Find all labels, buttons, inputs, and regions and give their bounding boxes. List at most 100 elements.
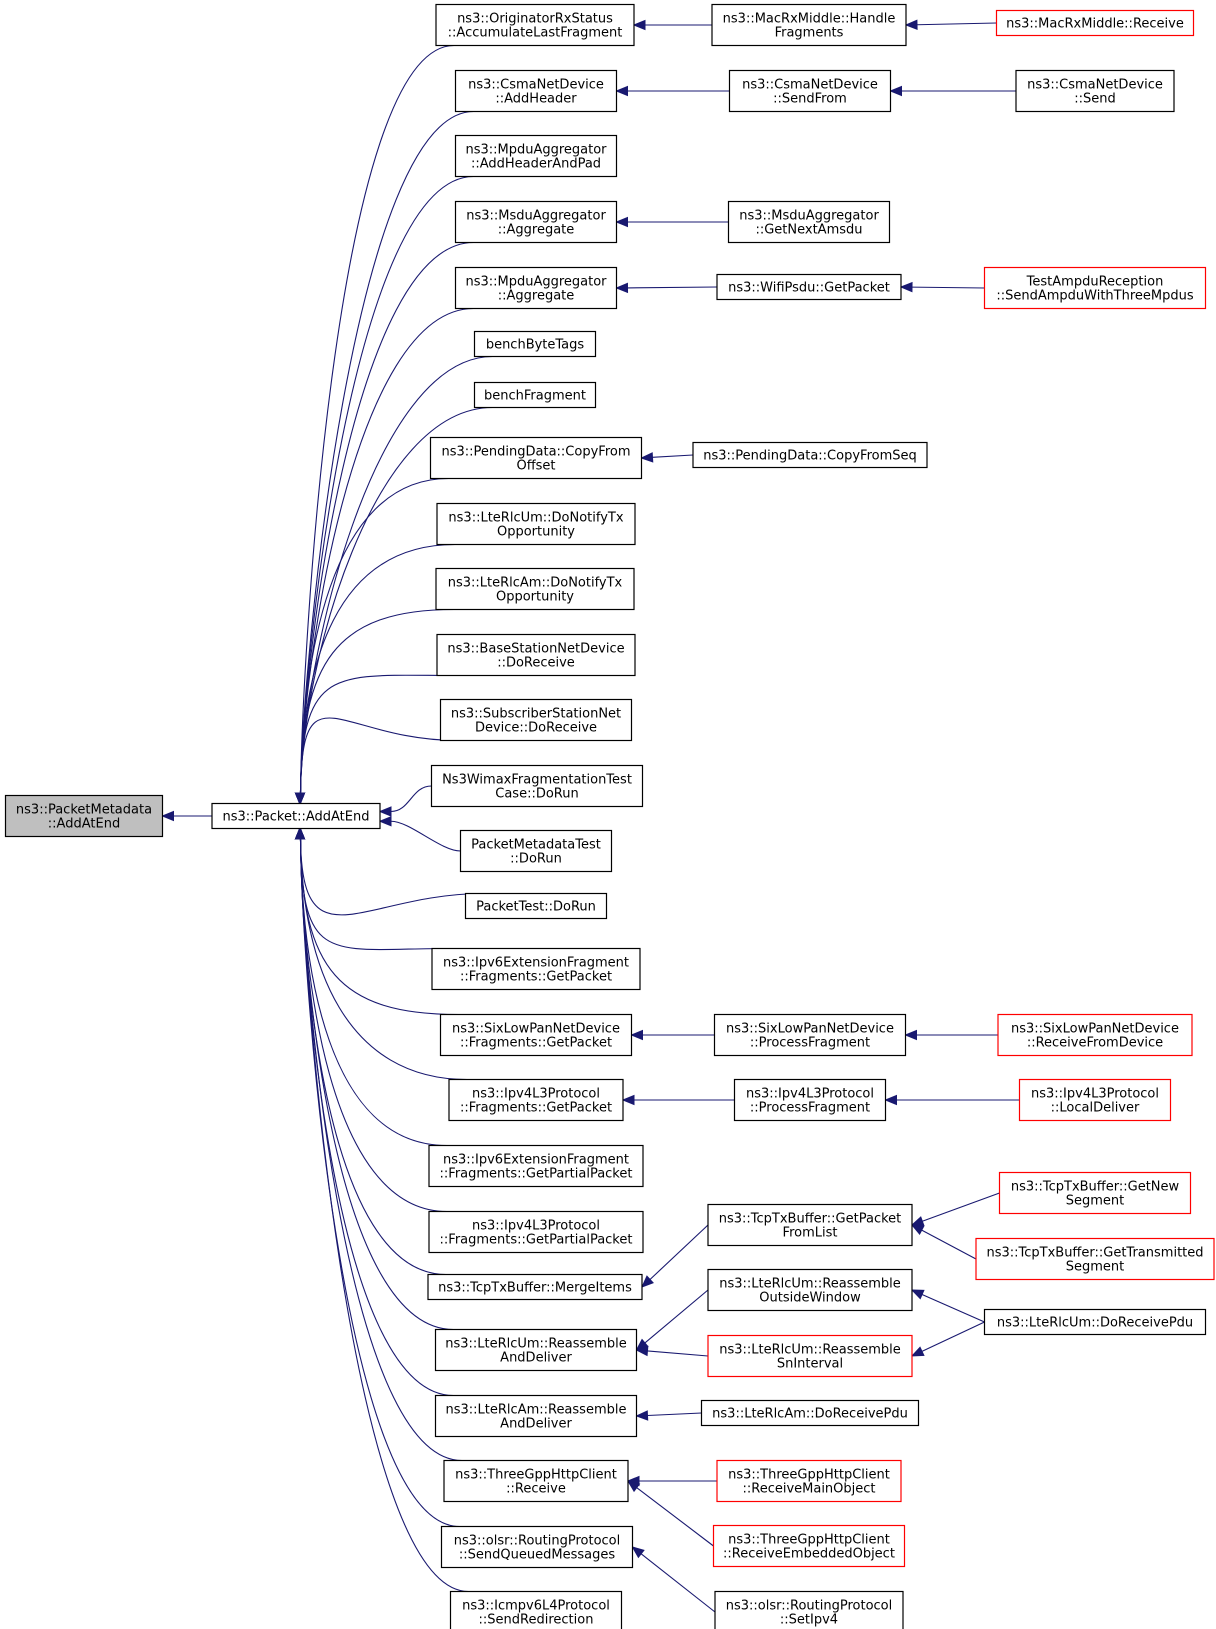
node-c15[interactable]: PacketTest::DoRun	[464, 892, 608, 920]
node-box-e3[interactable]	[983, 266, 1207, 310]
node-box-e4[interactable]	[997, 1013, 1193, 1057]
node-d5[interactable]: ns3::PendingData::CopyFromSeq	[692, 441, 928, 469]
node-box-c25[interactable]	[440, 1525, 634, 1569]
node-d7[interactable]: ns3::Ipv4L3Protocol::ProcessFragment	[733, 1078, 887, 1122]
node-box-e7[interactable]	[975, 1237, 1215, 1281]
node-box-c22[interactable]	[434, 1328, 638, 1372]
node-box-d13[interactable]	[712, 1524, 906, 1568]
node-c1[interactable]: ns3::OriginatorRxStatus::AccumulateLastF…	[435, 3, 635, 47]
node-box-c2[interactable]	[454, 69, 618, 113]
node-box-d1[interactable]	[711, 3, 907, 47]
node-c4[interactable]: ns3::MsduAggregator::Aggregate	[454, 200, 618, 244]
node-box-c9[interactable]	[436, 502, 636, 546]
node-label-c17-line-1: ::Fragments::GetPacket	[460, 1036, 612, 1051]
node-box-c20[interactable]	[428, 1210, 644, 1254]
node-box-c16[interactable]	[431, 947, 641, 991]
node-box-e1[interactable]	[995, 9, 1195, 37]
node-e2[interactable]: ns3::CsmaNetDevice::Send	[1015, 69, 1175, 113]
node-box-d10[interactable]	[707, 1334, 913, 1378]
node-box-d3[interactable]	[727, 200, 891, 244]
node-box-c11[interactable]	[436, 633, 636, 677]
node-box-d12[interactable]	[716, 1459, 902, 1503]
node-box-d8[interactable]	[707, 1203, 913, 1247]
node-c24[interactable]: ns3::ThreeGppHttpClient::Receive	[443, 1459, 629, 1503]
node-box-c21[interactable]	[427, 1273, 643, 1301]
node-box-e5[interactable]	[1018, 1078, 1172, 1122]
node-box-c24[interactable]	[443, 1459, 629, 1503]
node-e8[interactable]: ns3::LteRlcUm::DoReceivePdu	[983, 1308, 1207, 1336]
node-c12[interactable]: ns3::SubscriberStationNetDevice::DoRecei…	[439, 698, 633, 742]
node-box-e6[interactable]	[998, 1171, 1192, 1215]
node-c19[interactable]: ns3::Ipv6ExtensionFragment::Fragments::G…	[428, 1144, 644, 1188]
node-d12[interactable]: ns3::ThreeGppHttpClient::ReceiveMainObje…	[716, 1459, 902, 1503]
node-box-d11[interactable]	[700, 1399, 920, 1427]
node-box-d2[interactable]	[728, 69, 892, 113]
node-c11[interactable]: ns3::BaseStationNetDevice::DoReceive	[436, 633, 636, 677]
node-c7[interactable]: benchFragment	[473, 381, 597, 409]
node-box-c12[interactable]	[439, 698, 633, 742]
node-d4[interactable]: ns3::WifiPsdu::GetPacket	[716, 273, 902, 301]
node-e4[interactable]: ns3::SixLowPanNetDevice::ReceiveFromDevi…	[997, 1013, 1193, 1057]
node-box-c7[interactable]	[473, 381, 597, 409]
node-e1[interactable]: ns3::MacRxMiddle::Receive	[995, 9, 1195, 37]
node-d2[interactable]: ns3::CsmaNetDevice::SendFrom	[728, 69, 892, 113]
node-e3[interactable]: TestAmpduReception::SendAmpduWithThreeMp…	[983, 266, 1207, 310]
node-c25[interactable]: ns3::olsr::RoutingProtocol::SendQueuedMe…	[440, 1525, 634, 1569]
node-box-c18[interactable]	[448, 1078, 624, 1122]
node-d3[interactable]: ns3::MsduAggregator::GetNextAmsdu	[727, 200, 891, 244]
node-box-c17[interactable]	[439, 1013, 633, 1057]
node-c14[interactable]: PacketMetadataTest::DoRun	[459, 829, 613, 873]
node-box-c19[interactable]	[428, 1144, 644, 1188]
node-box-e2[interactable]	[1015, 69, 1175, 113]
node-box-c3[interactable]	[454, 134, 618, 178]
node-d13[interactable]: ns3::ThreeGppHttpClient::ReceiveEmbedded…	[712, 1524, 906, 1568]
node-box-c5[interactable]	[454, 266, 618, 310]
node-c2[interactable]: ns3::CsmaNetDevice::AddHeader	[454, 69, 618, 113]
node-box-d4[interactable]	[716, 273, 902, 301]
node-box-c10[interactable]	[435, 567, 635, 611]
node-d14[interactable]: ns3::olsr::RoutingProtocol::SetIpv4	[714, 1590, 904, 1629]
node-box-c8[interactable]	[429, 436, 643, 480]
node-box-c14[interactable]	[459, 829, 613, 873]
node-c26[interactable]: ns3::Icmpv6L4Protocol::SendRedirection	[449, 1590, 623, 1629]
node-box-c4[interactable]	[454, 200, 618, 244]
node-c3[interactable]: ns3::MpduAggregator::AddHeaderAndPad	[454, 134, 618, 178]
node-e5[interactable]: ns3::Ipv4L3Protocol::LocalDeliver	[1018, 1078, 1172, 1122]
node-box-d5[interactable]	[692, 441, 928, 469]
node-box-e8[interactable]	[983, 1308, 1207, 1336]
node-packet[interactable]: ns3::Packet::AddAtEnd	[211, 802, 381, 830]
node-box-c15[interactable]	[464, 892, 608, 920]
node-c18[interactable]: ns3::Ipv4L3Protocol::Fragments::GetPacke…	[448, 1078, 624, 1122]
node-box-d14[interactable]	[714, 1590, 904, 1629]
node-c21[interactable]: ns3::TcpTxBuffer::MergeItems	[427, 1273, 643, 1301]
node-box-packet[interactable]	[211, 802, 381, 830]
node-box-c6[interactable]	[473, 330, 597, 358]
node-c6[interactable]: benchByteTags	[473, 330, 597, 358]
node-box-d9[interactable]	[707, 1268, 913, 1312]
node-c17[interactable]: ns3::SixLowPanNetDevice::Fragments::GetP…	[439, 1013, 633, 1057]
node-label-d2-line-0: ns3::CsmaNetDevice	[742, 78, 878, 93]
node-box-d7[interactable]	[733, 1078, 887, 1122]
node-box-c13[interactable]	[430, 764, 644, 808]
node-box-c26[interactable]	[449, 1590, 623, 1629]
node-box-c1[interactable]	[435, 3, 635, 47]
node-box-d6[interactable]	[713, 1013, 907, 1057]
node-c16[interactable]: ns3::Ipv6ExtensionFragment::Fragments::G…	[431, 947, 641, 991]
node-c20[interactable]: ns3::Ipv4L3Protocol::Fragments::GetParti…	[428, 1210, 644, 1254]
node-c5[interactable]: ns3::MpduAggregator::Aggregate	[454, 266, 618, 310]
node-box-c23[interactable]	[434, 1394, 638, 1438]
node-d11[interactable]: ns3::LteRlcAm::DoReceivePdu	[700, 1399, 920, 1427]
node-d6[interactable]: ns3::SixLowPanNetDevice::ProcessFragment	[713, 1013, 907, 1057]
